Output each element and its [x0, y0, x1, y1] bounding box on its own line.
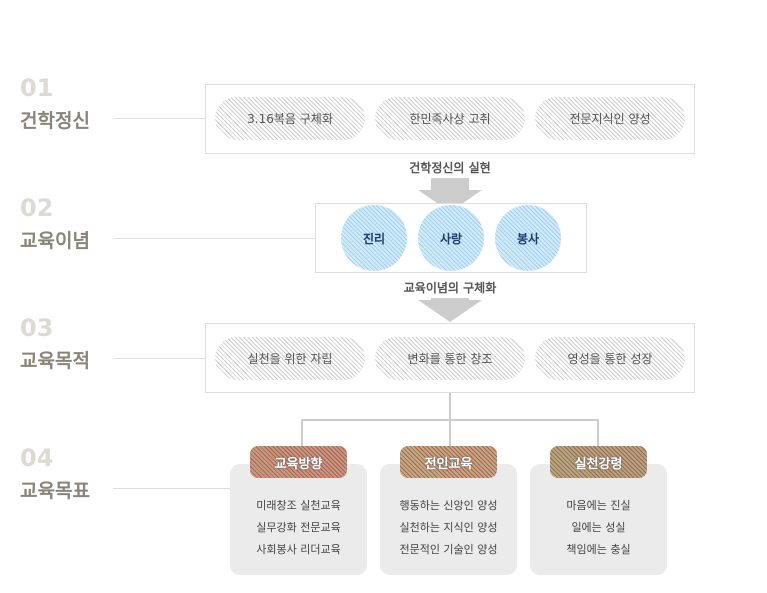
pill: 영성을 통한 성장: [535, 337, 685, 380]
section-title: 건학정신: [20, 110, 90, 132]
arrow-shaft: [431, 178, 469, 190]
goal-card: 행동하는 신앙인 양성 실천하는 지식인 양성 전문적인 기술인 양성: [380, 464, 517, 575]
goal-badge: 전인교육: [400, 446, 497, 478]
section-number: 02: [20, 194, 54, 222]
pill: 변화를 통한 창조: [375, 337, 525, 380]
section-title: 교육목적: [20, 350, 90, 372]
connector-line: [113, 238, 315, 239]
arrow-down-icon: [418, 300, 482, 322]
section-number: 04: [20, 444, 54, 472]
ideology-box: 진리 사랑 봉사: [315, 203, 587, 273]
goal-line: 실천하는 지식인 양성: [399, 521, 498, 534]
connector-line: [113, 488, 230, 489]
goal-line: 사회봉사 리더교육: [256, 543, 341, 556]
goal-line: 책임에는 충실: [566, 543, 631, 556]
pill: 한민족사상 고취: [375, 97, 525, 140]
tree-line: [301, 419, 599, 421]
tree-line: [301, 419, 303, 447]
goal-line: 미래창조 실천교육: [256, 499, 341, 512]
goal-line: 전문적인 기술인 양성: [399, 543, 498, 556]
goal-badge: 실천강령: [550, 446, 647, 478]
goal-card: 미래창조 실천교육 실무강화 전문교육 사회봉사 리더교육: [230, 464, 367, 575]
section-number: 01: [20, 74, 54, 102]
section-title: 교육이념: [20, 230, 90, 252]
connector-line: [113, 118, 205, 119]
pill: 전문지식인 양성: [535, 97, 685, 140]
pill: 실천을 위한 자립: [215, 337, 365, 380]
arrow-label: 교육이념의 구체화: [403, 281, 497, 295]
goal-line: 실무강화 전문교육: [256, 521, 341, 534]
ideology-circle: 봉사: [495, 205, 561, 271]
goal-badge: 교육방향: [250, 446, 347, 478]
goal-line: 행동하는 신앙인 양성: [399, 499, 498, 512]
goal-line: 일에는 성실: [571, 521, 626, 534]
ideology-circle: 진리: [341, 205, 407, 271]
section-number: 03: [20, 314, 54, 342]
ideology-circle: 사랑: [418, 205, 484, 271]
goal-card: 마음에는 진실 일에는 성실 책임에는 충실: [530, 464, 667, 575]
arrow-shaft: [431, 298, 469, 300]
purpose-box: 실천을 위한 자립 변화를 통한 창조 영성을 통한 성장: [205, 323, 695, 393]
tree-line: [597, 419, 599, 447]
goal-line: 마음에는 진실: [566, 499, 631, 512]
section-title: 교육목표: [20, 480, 90, 502]
pill: 3.16복음 구체화: [215, 97, 365, 140]
arrow-label: 건학정신의 실현: [409, 161, 491, 175]
connector-line: [113, 358, 205, 359]
founding-spirit-box: 3.16복음 구체화 한민족사상 고취 전문지식인 양성: [205, 84, 695, 154]
